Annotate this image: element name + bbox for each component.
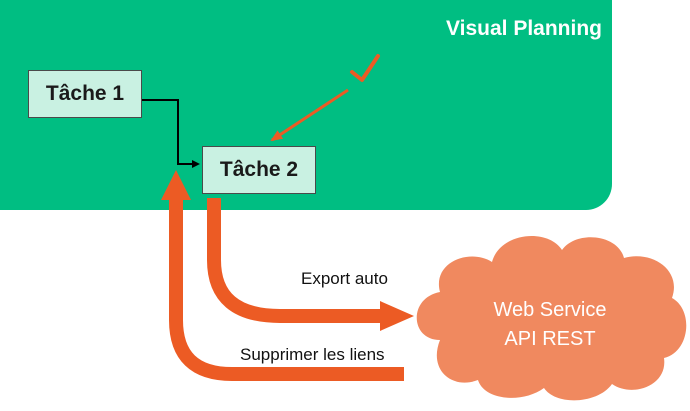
task-1-box: Tâche 1 (28, 70, 142, 118)
cloud-shape (416, 236, 687, 401)
delete-links-arrowhead (161, 170, 191, 200)
delete-links-arrow (169, 198, 404, 381)
export-label: Export auto (301, 269, 388, 288)
cloud-text: Web Service API REST (444, 296, 656, 354)
delete-links-label: Supprimer les liens (240, 345, 385, 364)
task-1-label: Tâche 1 (45, 82, 125, 105)
panel-title: Visual Planning (446, 17, 602, 40)
link-task1-task2 (142, 99, 200, 168)
cloud-line-1: Web Service (493, 299, 607, 321)
task-2-label: Tâche 2 (219, 158, 299, 181)
export-arrow (207, 198, 382, 323)
task-2-box: Tâche 2 (202, 146, 316, 194)
export-arrowhead (380, 301, 414, 331)
check-icon (350, 54, 380, 82)
update-arrow (270, 88, 349, 142)
cloud-line-2: API REST (504, 328, 596, 350)
